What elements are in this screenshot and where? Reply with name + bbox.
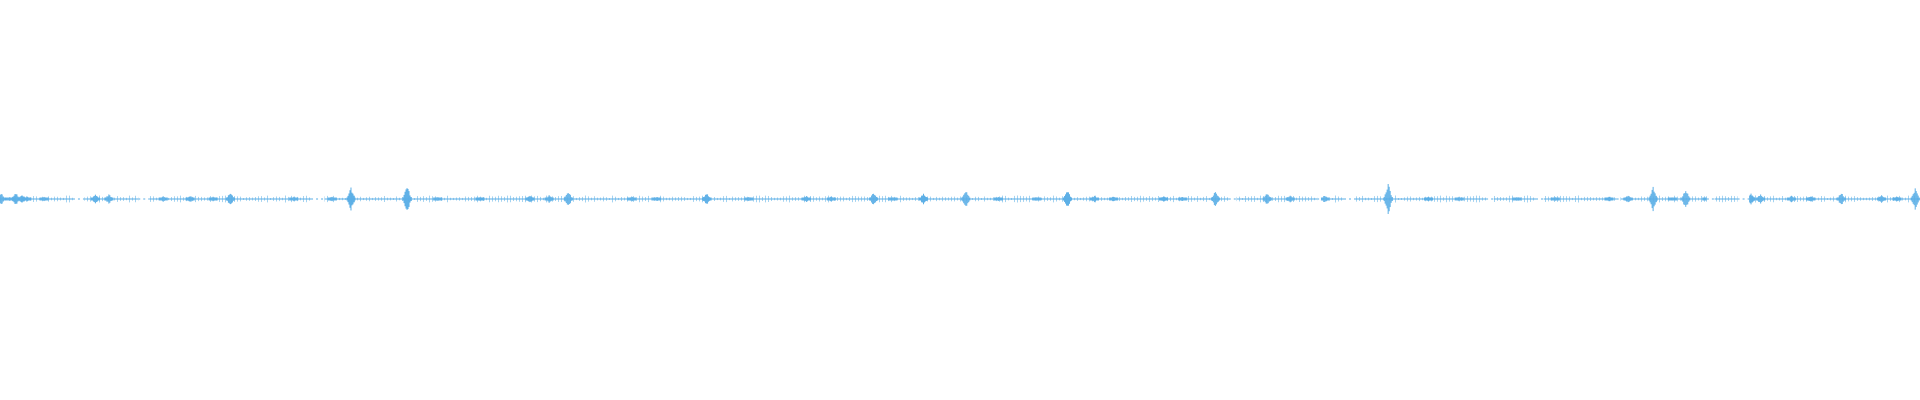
waveform-peak xyxy=(1178,197,1188,201)
waveform-peak xyxy=(1089,195,1099,203)
waveform-peak xyxy=(433,197,443,201)
waveform-peak xyxy=(208,196,218,202)
waveform-peak xyxy=(888,197,898,201)
waveform-peak xyxy=(544,195,554,203)
waveform-silence xyxy=(1536,193,1544,205)
waveform-peak xyxy=(90,194,100,204)
waveform-peak xyxy=(801,196,811,202)
waveform-peak xyxy=(961,192,971,206)
waveform-peak xyxy=(475,197,485,201)
waveform-peak xyxy=(1512,197,1522,201)
waveform-peak xyxy=(1032,197,1042,201)
waveform-peak xyxy=(1262,194,1272,204)
waveform-peak xyxy=(1892,196,1902,202)
waveform-peak xyxy=(563,193,573,205)
waveform-peak xyxy=(1109,196,1119,202)
waveform-peak xyxy=(993,197,1003,201)
waveform-peak xyxy=(1604,196,1614,202)
waveform-peak xyxy=(1454,196,1464,202)
waveform-peak xyxy=(525,195,535,203)
waveform-peak xyxy=(1285,195,1295,203)
waveform-silence xyxy=(1486,193,1494,205)
waveform-peak xyxy=(327,196,337,202)
waveform-peak xyxy=(1836,193,1846,205)
waveform-peak xyxy=(1681,191,1691,207)
waveform-peak xyxy=(1648,186,1658,212)
waveform-peak xyxy=(225,193,235,205)
waveform-peak xyxy=(1806,196,1816,202)
waveform-peak xyxy=(1550,197,1560,201)
waveform-peak xyxy=(1877,195,1887,203)
waveform-silence xyxy=(1228,193,1237,205)
waveform-peak xyxy=(185,196,195,202)
waveform-peak xyxy=(1320,195,1330,203)
waveform-peak xyxy=(22,196,32,202)
waveform-peak xyxy=(1383,184,1393,214)
waveform-peak xyxy=(346,187,356,211)
waveform-peak xyxy=(627,196,637,202)
waveform-peak xyxy=(158,196,168,202)
waveform-peak xyxy=(39,196,49,202)
waveform-peak xyxy=(919,193,929,205)
waveform-peak xyxy=(0,194,6,204)
waveform-peak xyxy=(1667,197,1677,201)
waveform-peak xyxy=(744,197,754,201)
waveform-peak xyxy=(1910,188,1920,210)
waveform-silence xyxy=(1706,193,1715,205)
waveform-peak xyxy=(826,196,836,202)
waveform-peak xyxy=(104,194,114,204)
waveform-peak xyxy=(402,188,412,210)
waveform-gaps xyxy=(72,193,1750,205)
waveform-peak xyxy=(289,196,299,202)
waveform-peak xyxy=(652,197,662,201)
waveform-peak xyxy=(1756,194,1766,204)
waveform-peaks xyxy=(0,184,1920,214)
waveform-peak xyxy=(1786,195,1796,203)
waveform-peak xyxy=(1623,195,1633,203)
waveform-peak xyxy=(1210,192,1220,206)
waveform-peak xyxy=(869,193,879,205)
waveform-peak xyxy=(1063,192,1073,206)
waveform-peak xyxy=(702,194,712,204)
waveform-peak xyxy=(1423,196,1433,202)
waveform-peak xyxy=(1159,196,1169,202)
